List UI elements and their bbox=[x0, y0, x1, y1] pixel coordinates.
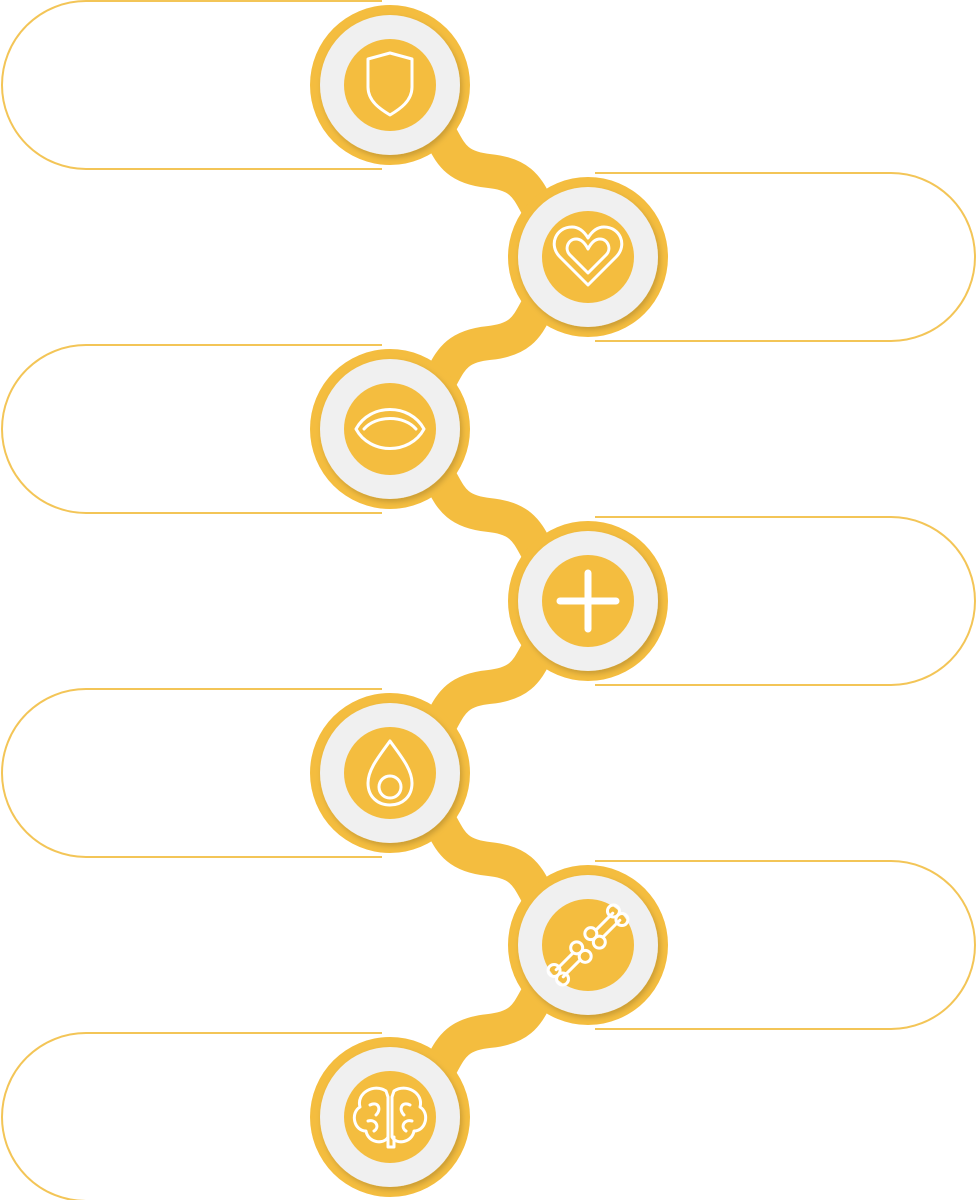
step-pill-outline bbox=[1, 688, 382, 858]
step-pill-outline bbox=[1, 1032, 382, 1200]
badge-core bbox=[542, 899, 634, 991]
drop-icon bbox=[366, 739, 414, 807]
step-pill-outline bbox=[595, 516, 976, 686]
step-badge bbox=[310, 349, 470, 509]
shield-icon bbox=[366, 51, 414, 117]
step-pill-outline bbox=[595, 860, 976, 1030]
eye-icon bbox=[354, 408, 426, 450]
step-badge bbox=[310, 693, 470, 853]
badge-core bbox=[344, 383, 436, 475]
badge-core bbox=[344, 727, 436, 819]
brain-icon bbox=[352, 1086, 428, 1149]
step-pill-outline bbox=[595, 172, 976, 342]
step-badge bbox=[508, 177, 668, 337]
step-pill-outline bbox=[1, 344, 382, 514]
bone-icon bbox=[546, 903, 630, 987]
badge-core bbox=[542, 211, 634, 303]
badge-core bbox=[344, 1071, 436, 1163]
plus-icon bbox=[556, 569, 620, 633]
step-pill-outline bbox=[1, 0, 382, 170]
step-badge bbox=[310, 1037, 470, 1197]
step-badge bbox=[508, 521, 668, 681]
heart-icon bbox=[552, 225, 624, 287]
step-badge bbox=[508, 865, 668, 1025]
step-badge bbox=[310, 5, 470, 165]
